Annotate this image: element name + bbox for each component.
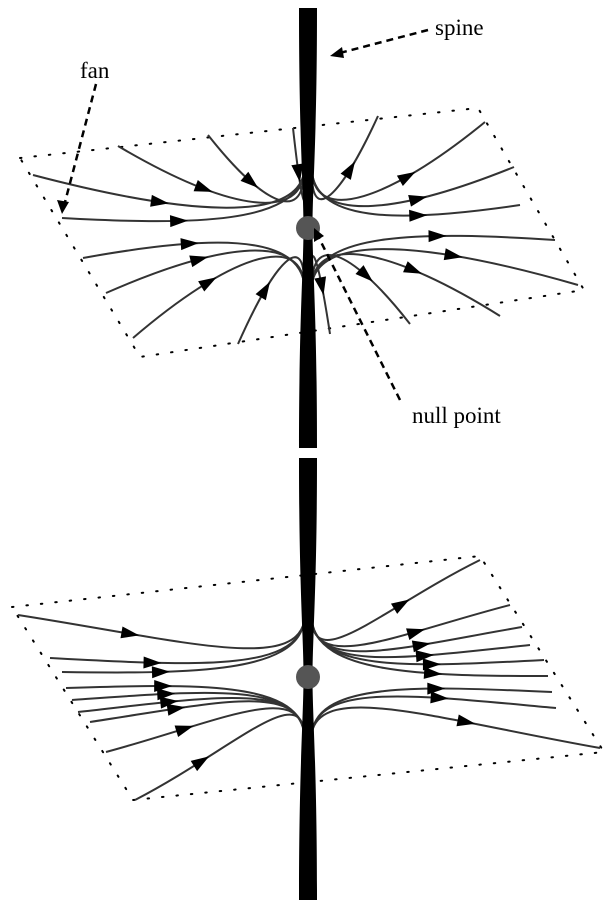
top-arrowhead-10 [180,238,199,251]
top-field-line-14 [311,254,411,325]
null-point-pointer-arrowhead [314,228,324,242]
bottom-arrowhead-10 [143,656,162,669]
top-arrowhead-3 [340,161,356,180]
bottom-arrowhead-0 [120,626,140,639]
bottom-arrowhead-8 [430,691,449,704]
top-field-line-6 [32,172,305,209]
top-arrowhead-6 [150,194,169,207]
top-field-line-8 [311,234,556,284]
top-field-line-0 [117,145,305,204]
top-panel: spine fan null point [18,8,586,448]
bottom-arrowhead-5 [422,658,441,671]
top-arrowhead-5 [408,194,428,207]
bottom-arrowhead-2 [406,628,426,640]
top-arrowhead-12 [198,277,217,292]
bottom-field-line-10 [49,621,305,665]
null-point-bottom [296,665,320,689]
bottom-field-line-9 [311,706,601,749]
top-field-line-3 [310,115,379,201]
bottom-field-line-1 [311,559,481,641]
bottom-arrowhead-16 [174,725,194,737]
null-point-pointer [316,235,402,401]
top-arrowhead-17 [409,209,428,222]
bottom-arrowhead-1 [390,599,410,614]
bottom-arrowhead-4 [415,650,435,663]
top-arrowhead-2 [291,163,304,183]
bottom-arrowhead-11 [151,666,170,679]
top-field-line-13 [237,256,306,345]
top-field-line-1 [207,134,305,203]
bottom-arrowhead-14 [159,696,179,709]
top-field-line-12 [132,255,305,339]
bottom-arrowhead-9 [456,714,476,727]
top-arrowhead-15 [403,261,422,274]
top-arrowhead-14 [355,265,373,282]
bottom-arrowhead-17 [190,756,210,772]
bottom-arrowhead-15 [166,703,186,716]
top-field-line-17 [311,172,521,217]
fan-pointer-arrowhead [57,200,69,214]
bottom-field-line-6 [311,621,549,678]
fan-pointer [62,83,98,207]
top-arrowhead-4 [396,171,416,187]
top-field-line-7 [61,172,305,223]
bottom-field-line-11 [61,621,305,674]
fan-field-lines-bottom [17,559,601,801]
spine-pointer [335,28,429,56]
null-point-label: null point [412,403,501,428]
top-arrowhead-16 [314,276,327,296]
bottom-arrowhead-6 [423,666,443,679]
bottom-panel [10,458,606,900]
bottom-field-line-2 [311,604,511,648]
top-arrowhead-13 [255,281,270,301]
spine-pointer-arrowhead [330,47,344,58]
top-field-line-9 [311,248,579,286]
top-arrowhead-7 [169,215,189,228]
top-arrowhead-0 [193,179,213,192]
top-arrowhead-11 [189,255,209,268]
spine-label: spine [435,15,484,40]
top-arrowhead-8 [428,230,447,243]
bottom-arrowhead-3 [411,640,431,653]
bottom-field-line-17 [134,713,305,801]
bottom-field-line-0 [17,614,305,650]
top-arrowhead-9 [443,248,463,261]
bottom-field-line-15 [89,700,305,733]
fan-field-lines [32,115,579,345]
fan-label: fan [80,58,110,83]
top-arrowhead-1 [240,171,259,188]
bottom-arrowhead-7 [427,682,446,695]
bottom-field-line-8 [311,695,557,733]
